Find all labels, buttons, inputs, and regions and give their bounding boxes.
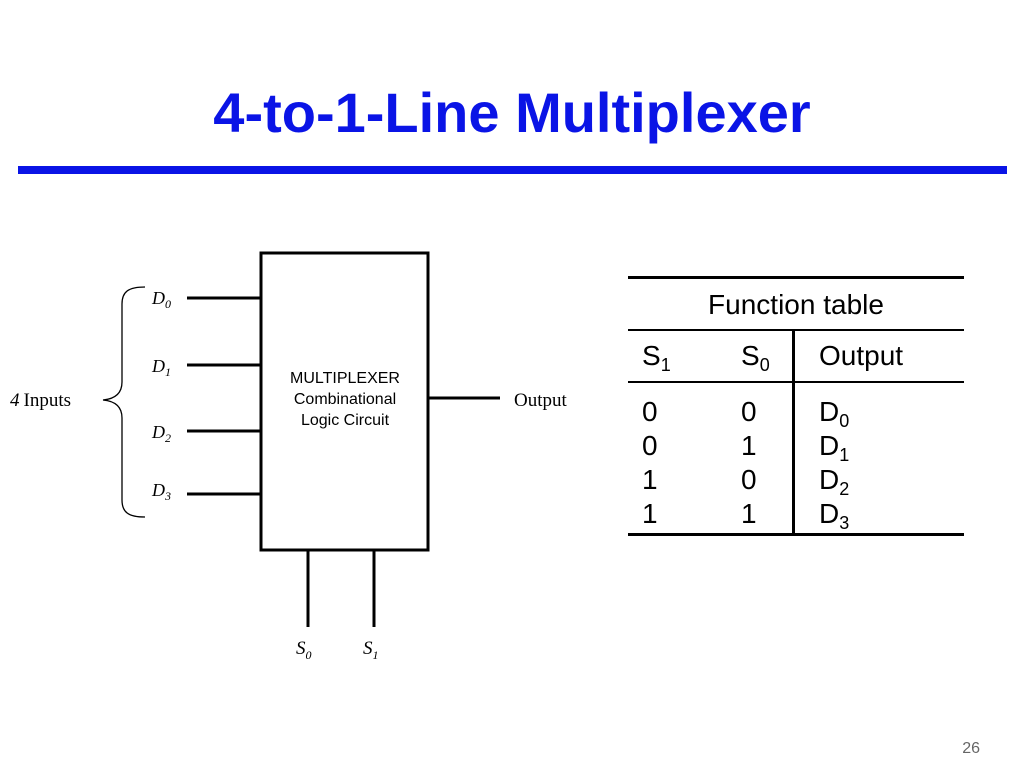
title-underline bbox=[18, 166, 1007, 174]
table-cell: 1 bbox=[741, 498, 757, 529]
table-cell: 1 bbox=[741, 430, 757, 461]
input-label-d0: D0 bbox=[151, 288, 171, 311]
input-label-d3: D3 bbox=[151, 480, 171, 503]
page-number: 26 bbox=[962, 740, 980, 757]
table-cell: 0 bbox=[642, 430, 658, 461]
table-cell: 0 bbox=[741, 396, 757, 427]
function-table-caption: Function table bbox=[628, 276, 964, 331]
table-cell: 1 bbox=[642, 464, 658, 495]
header-s1: S1 bbox=[642, 340, 671, 375]
function-table-header: S1 S0 Output bbox=[628, 331, 964, 383]
column-output: D0 D1 D2 D3 bbox=[795, 383, 964, 533]
slide-title: 4-to-1-Line Multiplexer bbox=[213, 81, 811, 144]
box-line-2: Combinational bbox=[293, 391, 397, 408]
inputs-brace bbox=[102, 286, 146, 518]
select-label-s0: S0 bbox=[296, 638, 312, 662]
column-s0: 0 1 0 1 bbox=[727, 383, 795, 533]
box-line-3: Logic Circuit bbox=[300, 412, 390, 429]
table-cell: 0 bbox=[741, 464, 757, 495]
table-cell: D2 bbox=[819, 464, 850, 499]
table-cell: 1 bbox=[642, 498, 658, 529]
header-s0: S0 bbox=[727, 331, 795, 381]
table-cell: D0 bbox=[819, 396, 850, 431]
box-line-1: MULTIPLEXER bbox=[290, 370, 400, 387]
select-label-s1: S1 bbox=[363, 638, 379, 662]
function-table-body: 0 0 1 1 0 1 0 1 D0 D1 D2 D3 bbox=[628, 383, 964, 536]
multiplexer-box bbox=[259, 251, 430, 552]
function-table: Function table S1 S0 Output 0 0 1 1 0 1 … bbox=[628, 276, 964, 536]
multiplexer-box-label: MULTIPLEXER Combinational Logic Circuit bbox=[262, 368, 428, 431]
table-cell: D1 bbox=[819, 430, 850, 465]
table-cell: D3 bbox=[819, 498, 850, 533]
input-label-d2: D2 bbox=[151, 422, 171, 445]
table-cell: 0 bbox=[642, 396, 658, 427]
header-output: Output bbox=[819, 340, 904, 371]
column-s1: 0 0 1 1 bbox=[628, 383, 727, 533]
input-label-d1: D1 bbox=[151, 356, 171, 379]
output-label: Output bbox=[514, 390, 568, 411]
